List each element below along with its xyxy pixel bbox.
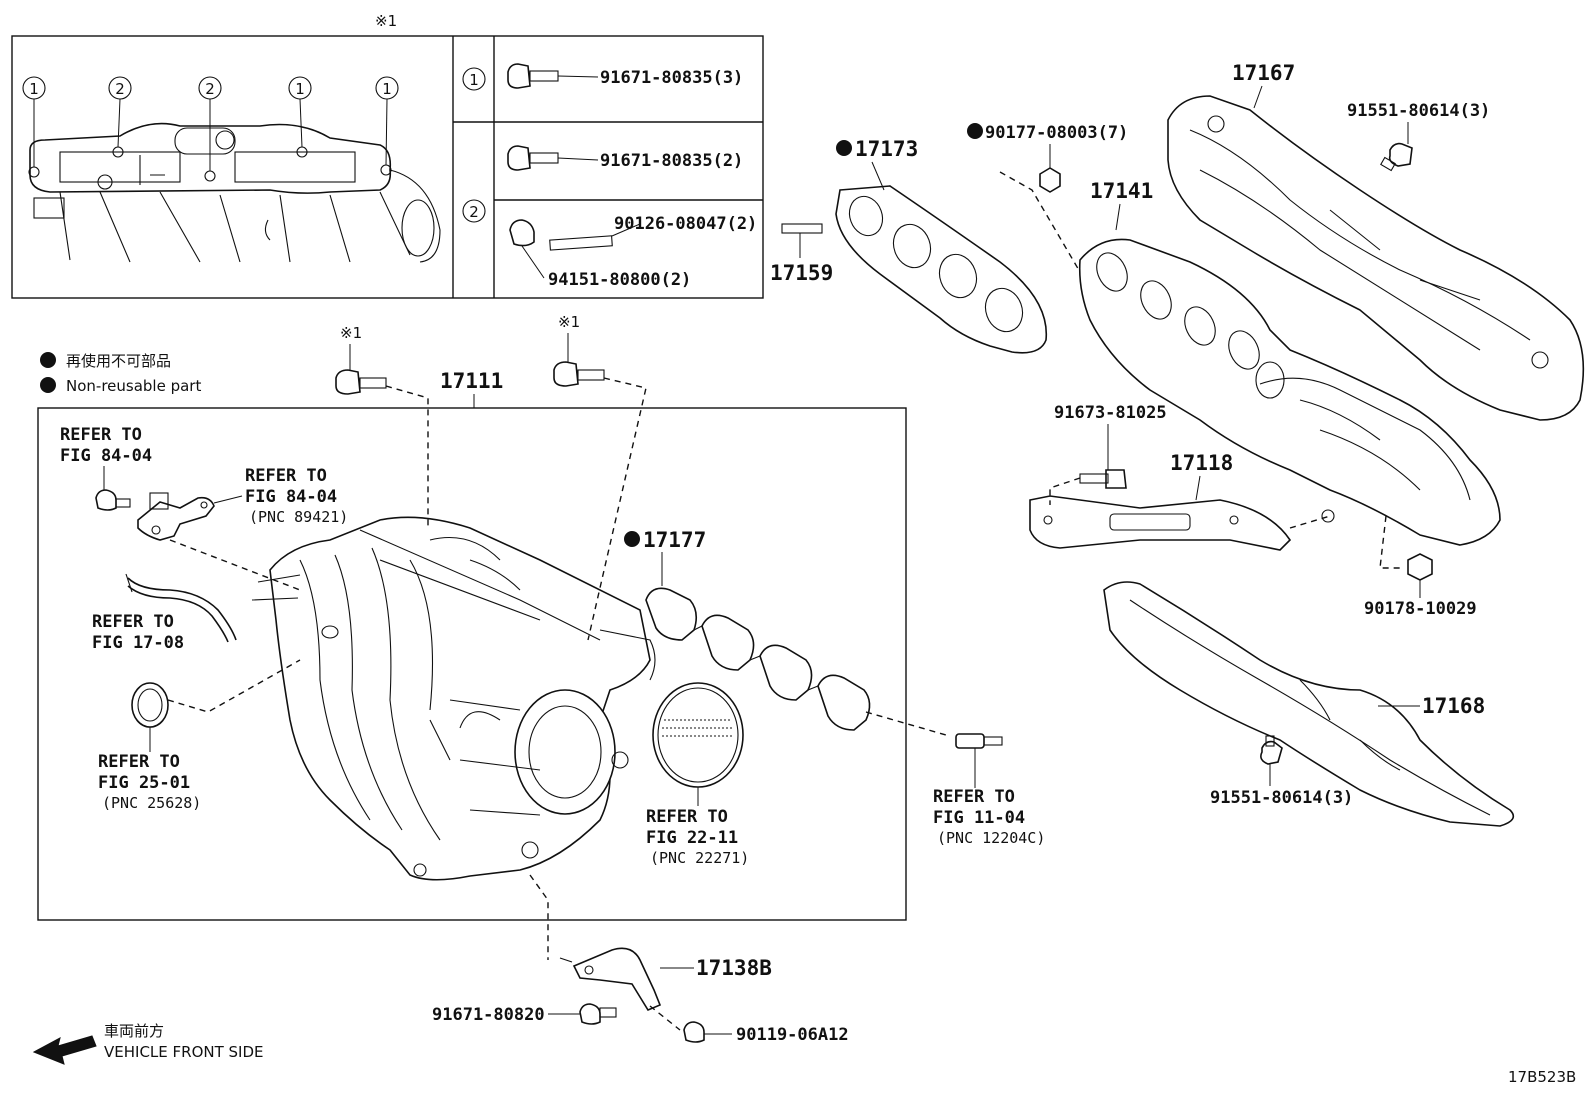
legend-en: Non-reusable part <box>66 377 201 395</box>
part-94151-80800: 94151-80800(2) <box>548 270 691 290</box>
svg-text:FIG 84-04: FIG 84-04 <box>60 446 152 466</box>
svg-text:17177: 17177 <box>643 528 706 552</box>
inset-marker-1b: 1 <box>288 76 312 148</box>
svg-text:90119-06A12: 90119-06A12 <box>736 1025 849 1045</box>
bracket-17138B: 17138B <box>529 874 772 1012</box>
svg-text:90178-10029: 90178-10029 <box>1364 599 1477 619</box>
svg-text:91551-80614(3): 91551-80614(3) <box>1347 101 1490 121</box>
svg-text:1: 1 <box>469 71 479 89</box>
inset-marker-2b: 2 <box>198 76 222 171</box>
svg-text:2: 2 <box>205 80 215 98</box>
svg-text:※1: ※1 <box>558 313 580 331</box>
ref-fig-84-04-b: REFER TO FIG 84-04 (PNC 89421) <box>213 466 348 526</box>
heat-insulator-17167: 17167 <box>1167 61 1585 421</box>
svg-text:17118: 17118 <box>1170 451 1233 475</box>
svg-text:REFER TO: REFER TO <box>646 807 728 827</box>
bolt-91551-80614-top: 91551-80614(3) <box>1347 101 1490 172</box>
figure-code: 17B523B <box>1508 1068 1576 1086</box>
direction-jp: 車両前方 <box>104 1022 164 1040</box>
vehicle-front-indicator: 車両前方 VEHICLE FRONT SIDE <box>32 1022 264 1065</box>
svg-text:(PNC 22271): (PNC 22271) <box>650 849 749 867</box>
part-90126-08047: 90126-08047(2) <box>614 214 757 234</box>
bolt-91673-81025: 91673-81025 <box>1049 403 1167 505</box>
svg-text:17173: 17173 <box>855 137 918 161</box>
svg-text:REFER TO: REFER TO <box>60 425 142 445</box>
part-91671-80835-3: 91671-80835(3) <box>600 68 743 88</box>
direction-en: VEHICLE FRONT SIDE <box>104 1043 264 1061</box>
svg-text:17159: 17159 <box>770 261 833 285</box>
svg-text:17138B: 17138B <box>696 956 772 980</box>
gasket-17173: 17173 <box>835 137 1048 354</box>
svg-text:REFER TO: REFER TO <box>933 787 1015 807</box>
svg-text:1: 1 <box>382 80 392 98</box>
stud-bolt <box>955 733 1003 788</box>
svg-text:※1: ※1 <box>340 324 362 342</box>
svg-text:REFER TO: REFER TO <box>245 466 327 486</box>
svg-text:91673-81025: 91673-81025 <box>1054 403 1167 423</box>
svg-text:90177-08003(7): 90177-08003(7) <box>985 123 1128 143</box>
svg-text:91551-80614(3): 91551-80614(3) <box>1210 788 1353 808</box>
svg-text:REFER TO: REFER TO <box>98 752 180 772</box>
vacuum-hose <box>125 573 237 643</box>
bolt-91671-80820: 91671-80820 <box>432 1003 617 1025</box>
svg-text:17111: 17111 <box>440 369 503 393</box>
label-17111: 17111 <box>440 369 503 408</box>
svg-text:17167: 17167 <box>1232 61 1295 85</box>
svg-text:FIG 84-04: FIG 84-04 <box>245 487 337 507</box>
svg-text:(PNC 89421): (PNC 89421) <box>249 508 348 526</box>
svg-text:REFER TO: REFER TO <box>92 612 174 632</box>
bracket-17118: 17118 <box>1029 451 1331 551</box>
svg-text:FIG 11-04: FIG 11-04 <box>933 808 1025 828</box>
bolt-90119-06A12: 90119-06A12 <box>649 1005 849 1045</box>
bolt-ref-mark-right: ※1 <box>553 313 647 641</box>
sensor-bracket <box>95 489 301 591</box>
part-91671-80835-2: 91671-80835(2) <box>600 151 743 171</box>
inset-row-2: 2 91671-80835(2) 90126-08047(2) 94151-80… <box>462 145 757 290</box>
o-ring-gasket <box>131 659 301 752</box>
legend-jp: 再使用不可部品 <box>66 352 171 370</box>
inset-marker-2a: 2 <box>108 76 132 148</box>
svg-text:(PNC 12204C): (PNC 12204C) <box>937 829 1045 847</box>
intake-manifold-17111 <box>251 516 656 881</box>
ref-fig-84-04-a: REFER TO FIG 84-04 <box>60 425 152 490</box>
inset-marker-1c: 1 <box>375 76 399 166</box>
svg-text:FIG 17-08: FIG 17-08 <box>92 633 184 653</box>
svg-text:1: 1 <box>295 80 305 98</box>
throttle-body-gasket <box>652 682 744 806</box>
legend: 再使用不可部品 Non-reusable part <box>40 352 201 395</box>
main-assembly-frame <box>37 407 907 921</box>
inset-table: ※1 1 <box>11 12 764 299</box>
svg-text:FIG 22-11: FIG 22-11 <box>646 828 738 848</box>
inset-row-1: 1 91671-80835(3) <box>462 63 743 91</box>
svg-text:(PNC 25628): (PNC 25628) <box>102 794 201 812</box>
svg-text:2: 2 <box>469 203 479 221</box>
inset-manifold-sketch <box>28 122 441 263</box>
nut-90177-08003: 90177-08003(7) <box>967 123 1128 273</box>
ref-fig-25-01: REFER TO FIG 25-01 (PNC 25628) <box>98 752 201 812</box>
bolt-91551-80614-bottom: 91551-80614(3) <box>1210 735 1353 808</box>
svg-text:17168: 17168 <box>1422 694 1485 718</box>
ref-fig-17-08: REFER TO FIG 17-08 <box>92 612 184 653</box>
nut-90178-10029: 90178-10029 <box>1364 515 1477 619</box>
svg-text:1: 1 <box>29 80 39 98</box>
inset-marker-1a: 1 <box>22 76 46 167</box>
front-arrow-icon <box>32 1035 97 1065</box>
svg-text:FIG 25-01: FIG 25-01 <box>98 773 190 793</box>
ref-fig-11-04: REFER TO FIG 11-04 (PNC 12204C) <box>933 787 1045 847</box>
bolt-ref-mark-left: ※1 <box>335 324 429 530</box>
svg-text:17141: 17141 <box>1090 179 1153 203</box>
heat-insulator-17168: 17168 <box>1103 581 1515 827</box>
exhaust-manifold-17141: 17141 <box>1078 179 1501 546</box>
stud-17159: 17159 <box>770 223 833 285</box>
ref-fig-22-11: REFER TO FIG 22-11 (PNC 22271) <box>646 807 749 867</box>
inset-title: ※1 <box>375 12 397 30</box>
gasket-17177: 17177 <box>624 528 947 736</box>
svg-text:2: 2 <box>115 80 125 98</box>
svg-text:91671-80820: 91671-80820 <box>432 1005 545 1025</box>
inset-frame <box>11 35 764 299</box>
